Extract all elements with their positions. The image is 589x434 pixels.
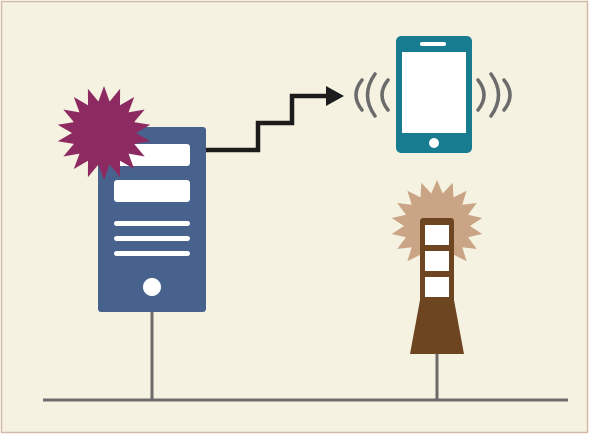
server-body bbox=[98, 127, 206, 312]
stepped-arrow-icon bbox=[206, 93, 328, 153]
server-power-button bbox=[143, 278, 161, 296]
arrow-head bbox=[326, 86, 344, 106]
phone-speaker bbox=[420, 42, 446, 46]
server-vent-line-1 bbox=[114, 221, 190, 226]
sensor-window-2 bbox=[425, 251, 449, 271]
signal-wave-left-inner bbox=[380, 78, 390, 112]
wireless-signal-icon bbox=[354, 72, 512, 118]
signal-wave-left-middle bbox=[365, 72, 377, 118]
signal-wave-left-outer bbox=[354, 78, 364, 112]
server-vent-line-2 bbox=[114, 236, 190, 241]
sensor-window-3 bbox=[425, 277, 449, 297]
smartphone-icon bbox=[396, 36, 472, 153]
phone-screen bbox=[402, 52, 466, 133]
server-vent-line-3 bbox=[114, 251, 190, 256]
alert-burst-icon bbox=[57, 86, 151, 180]
phone-home-button bbox=[429, 138, 439, 148]
server-slot-middle bbox=[114, 180, 190, 202]
signal-wave-right-inner bbox=[476, 78, 486, 112]
signal-wave-right-middle bbox=[489, 72, 501, 118]
signal-wave-right-outer bbox=[502, 78, 512, 112]
sensor-window-1 bbox=[425, 225, 449, 245]
sensor-tower-icon bbox=[410, 218, 464, 354]
sensor-base bbox=[410, 300, 464, 354]
